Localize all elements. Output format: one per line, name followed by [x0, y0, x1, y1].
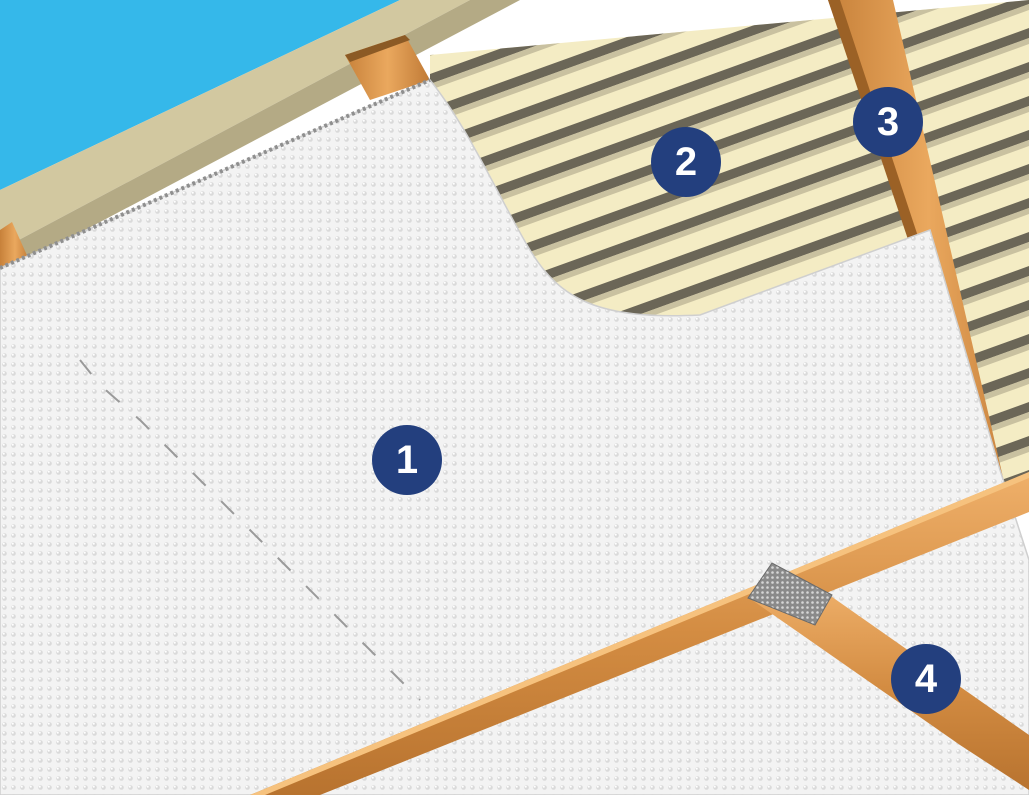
marker-2-label: 2 — [675, 140, 697, 184]
marker-4: 4 — [891, 644, 961, 714]
marker-3-label: 3 — [877, 100, 899, 144]
marker-2: 2 — [651, 127, 721, 197]
marker-1-label: 1 — [396, 438, 418, 482]
marker-1: 1 — [372, 425, 442, 495]
marker-4-label: 4 — [915, 657, 938, 701]
marker-3: 3 — [853, 87, 923, 157]
